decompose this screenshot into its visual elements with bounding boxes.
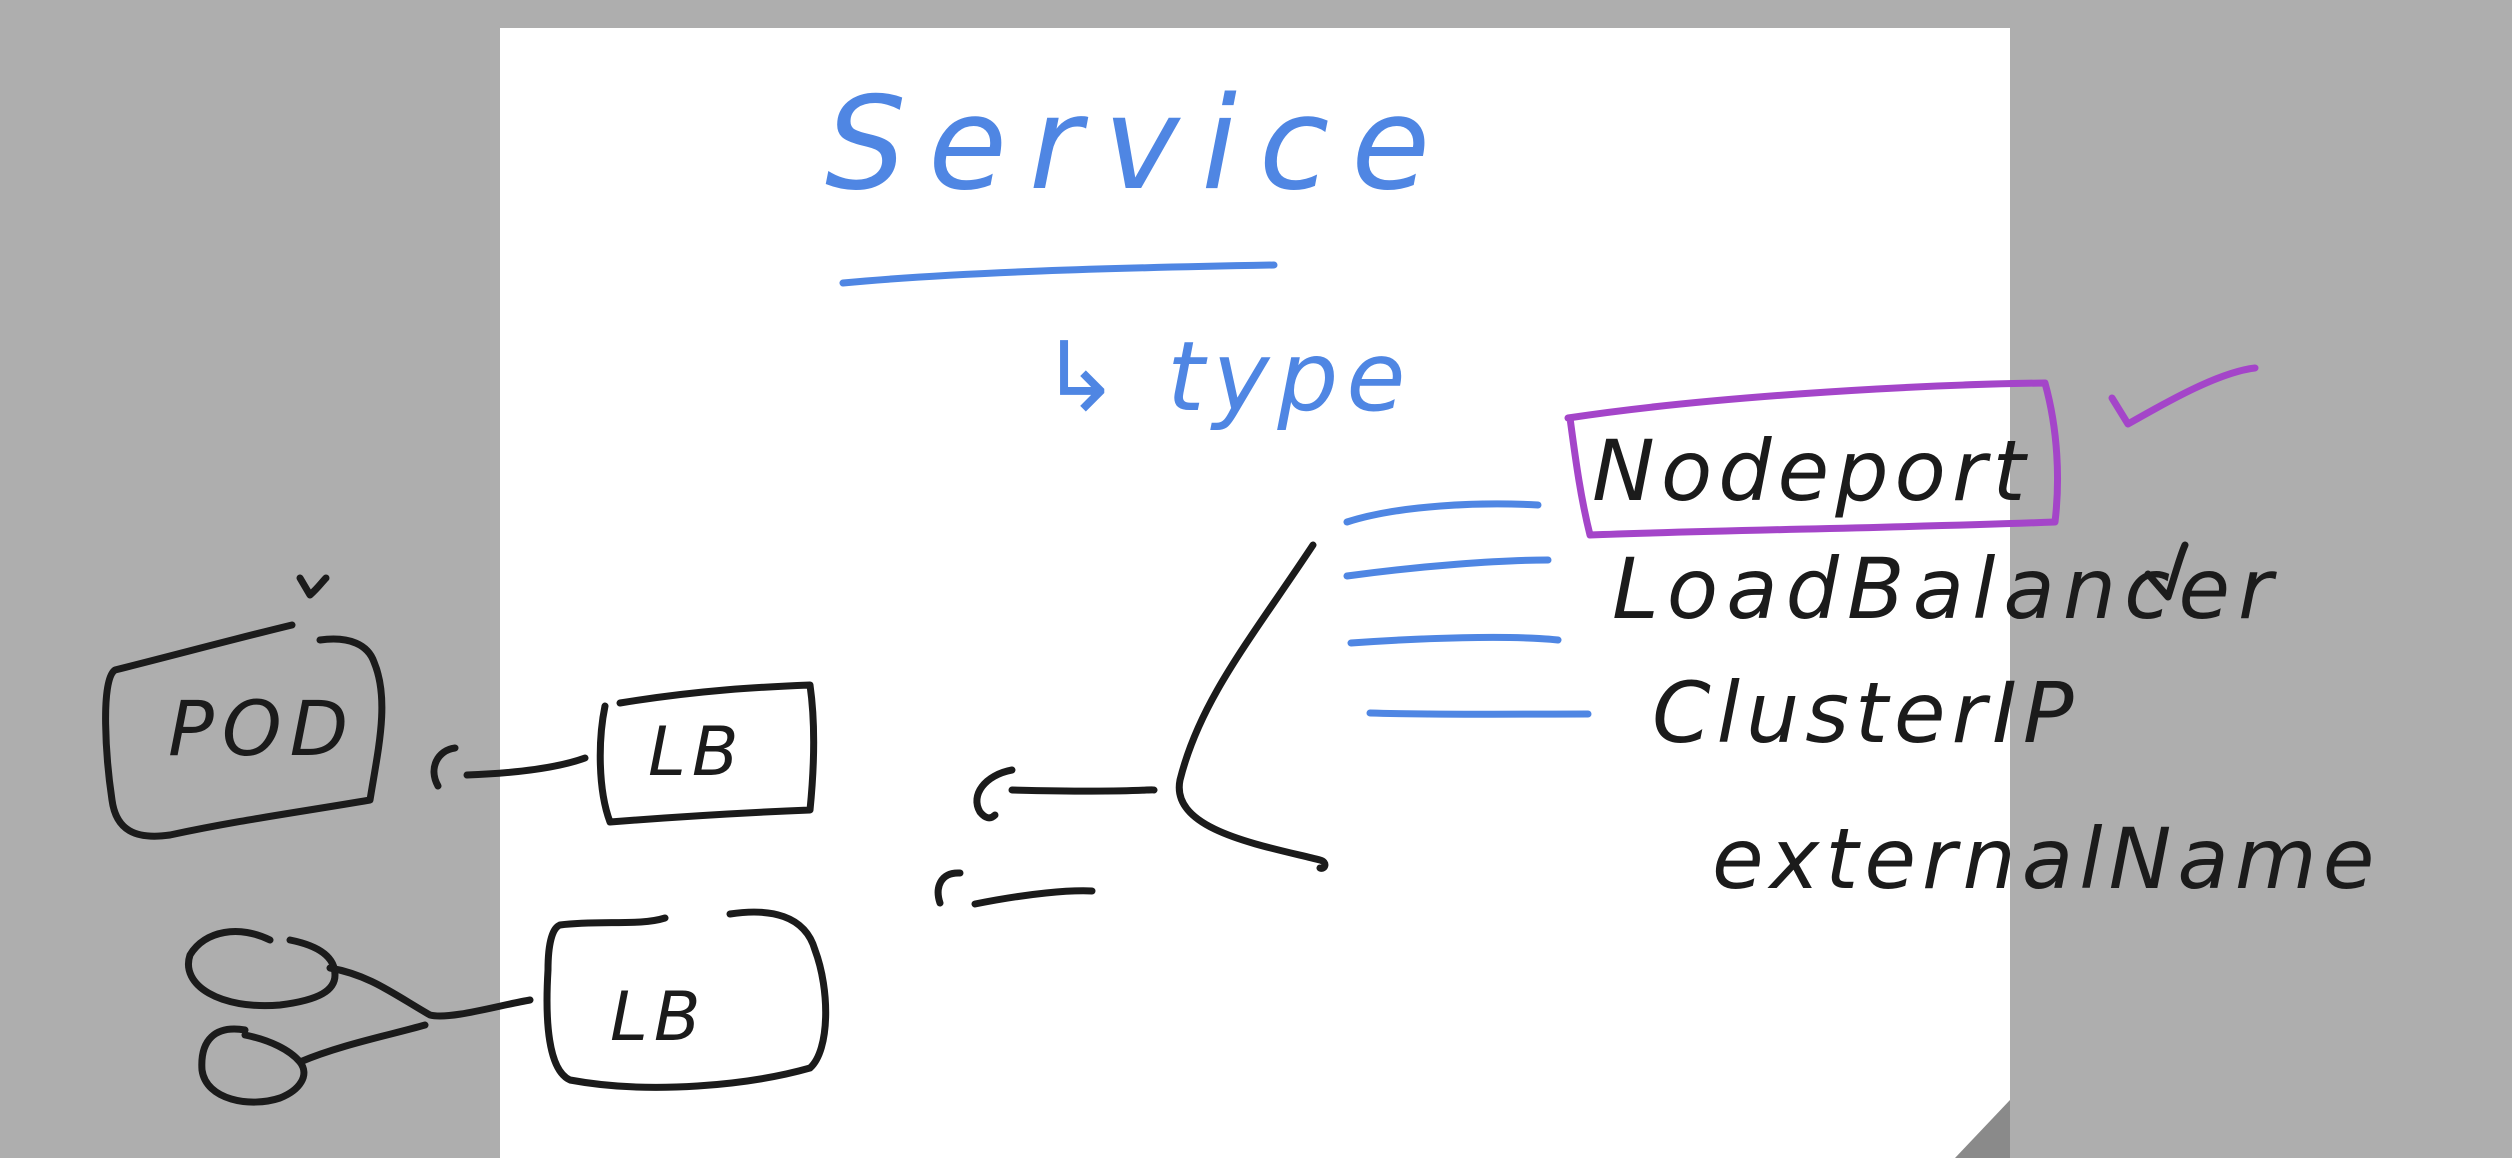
type-line-loadbalancer (1343, 556, 1552, 580)
loadbalancer-check-icon (2144, 541, 2189, 601)
title-underline (839, 261, 1278, 287)
lb-bottom-label: LB (610, 978, 707, 1057)
type-line-clusterip (1347, 633, 1562, 647)
chain-lower-connector (296, 1021, 429, 1066)
type-subtitle: ↳ type (1040, 321, 1413, 433)
arrow-lower-head (934, 869, 964, 907)
pod-to-lb-top-line (463, 754, 589, 779)
lb-top-label: LB (648, 713, 745, 792)
nodeport-check-icon (2108, 364, 2259, 428)
pod-check-icon (296, 574, 330, 599)
nodeport-highlight-box (1564, 379, 2062, 539)
type-line-externalname (1366, 709, 1592, 718)
pod-label: POD (168, 684, 356, 773)
type-label-nodeport: Nodeport (1592, 422, 2031, 520)
pod-box (102, 621, 386, 840)
page-curl-corner (1955, 1100, 2010, 1158)
type-label-clusterip: ClusterIP (1652, 664, 2080, 762)
lb-top-box (596, 681, 818, 826)
lb-bottom-box (543, 908, 830, 1091)
arrow-lower (971, 887, 1096, 908)
arrow-upper-head (973, 766, 1016, 822)
type-bracket (1175, 541, 1329, 872)
type-line-nodeport (1343, 500, 1542, 526)
type-label-externalname: externalName (1712, 810, 2380, 908)
pod-to-lb-top-arrowhead (430, 744, 459, 790)
diagram-title: Service (825, 70, 1452, 219)
arrow-upper (1008, 786, 1158, 795)
chain-to-lb-line (326, 964, 534, 1020)
whiteboard-page[interactable] (500, 28, 2010, 1158)
chain-link-lower (198, 1025, 308, 1106)
chain-link-upper (185, 928, 339, 1010)
